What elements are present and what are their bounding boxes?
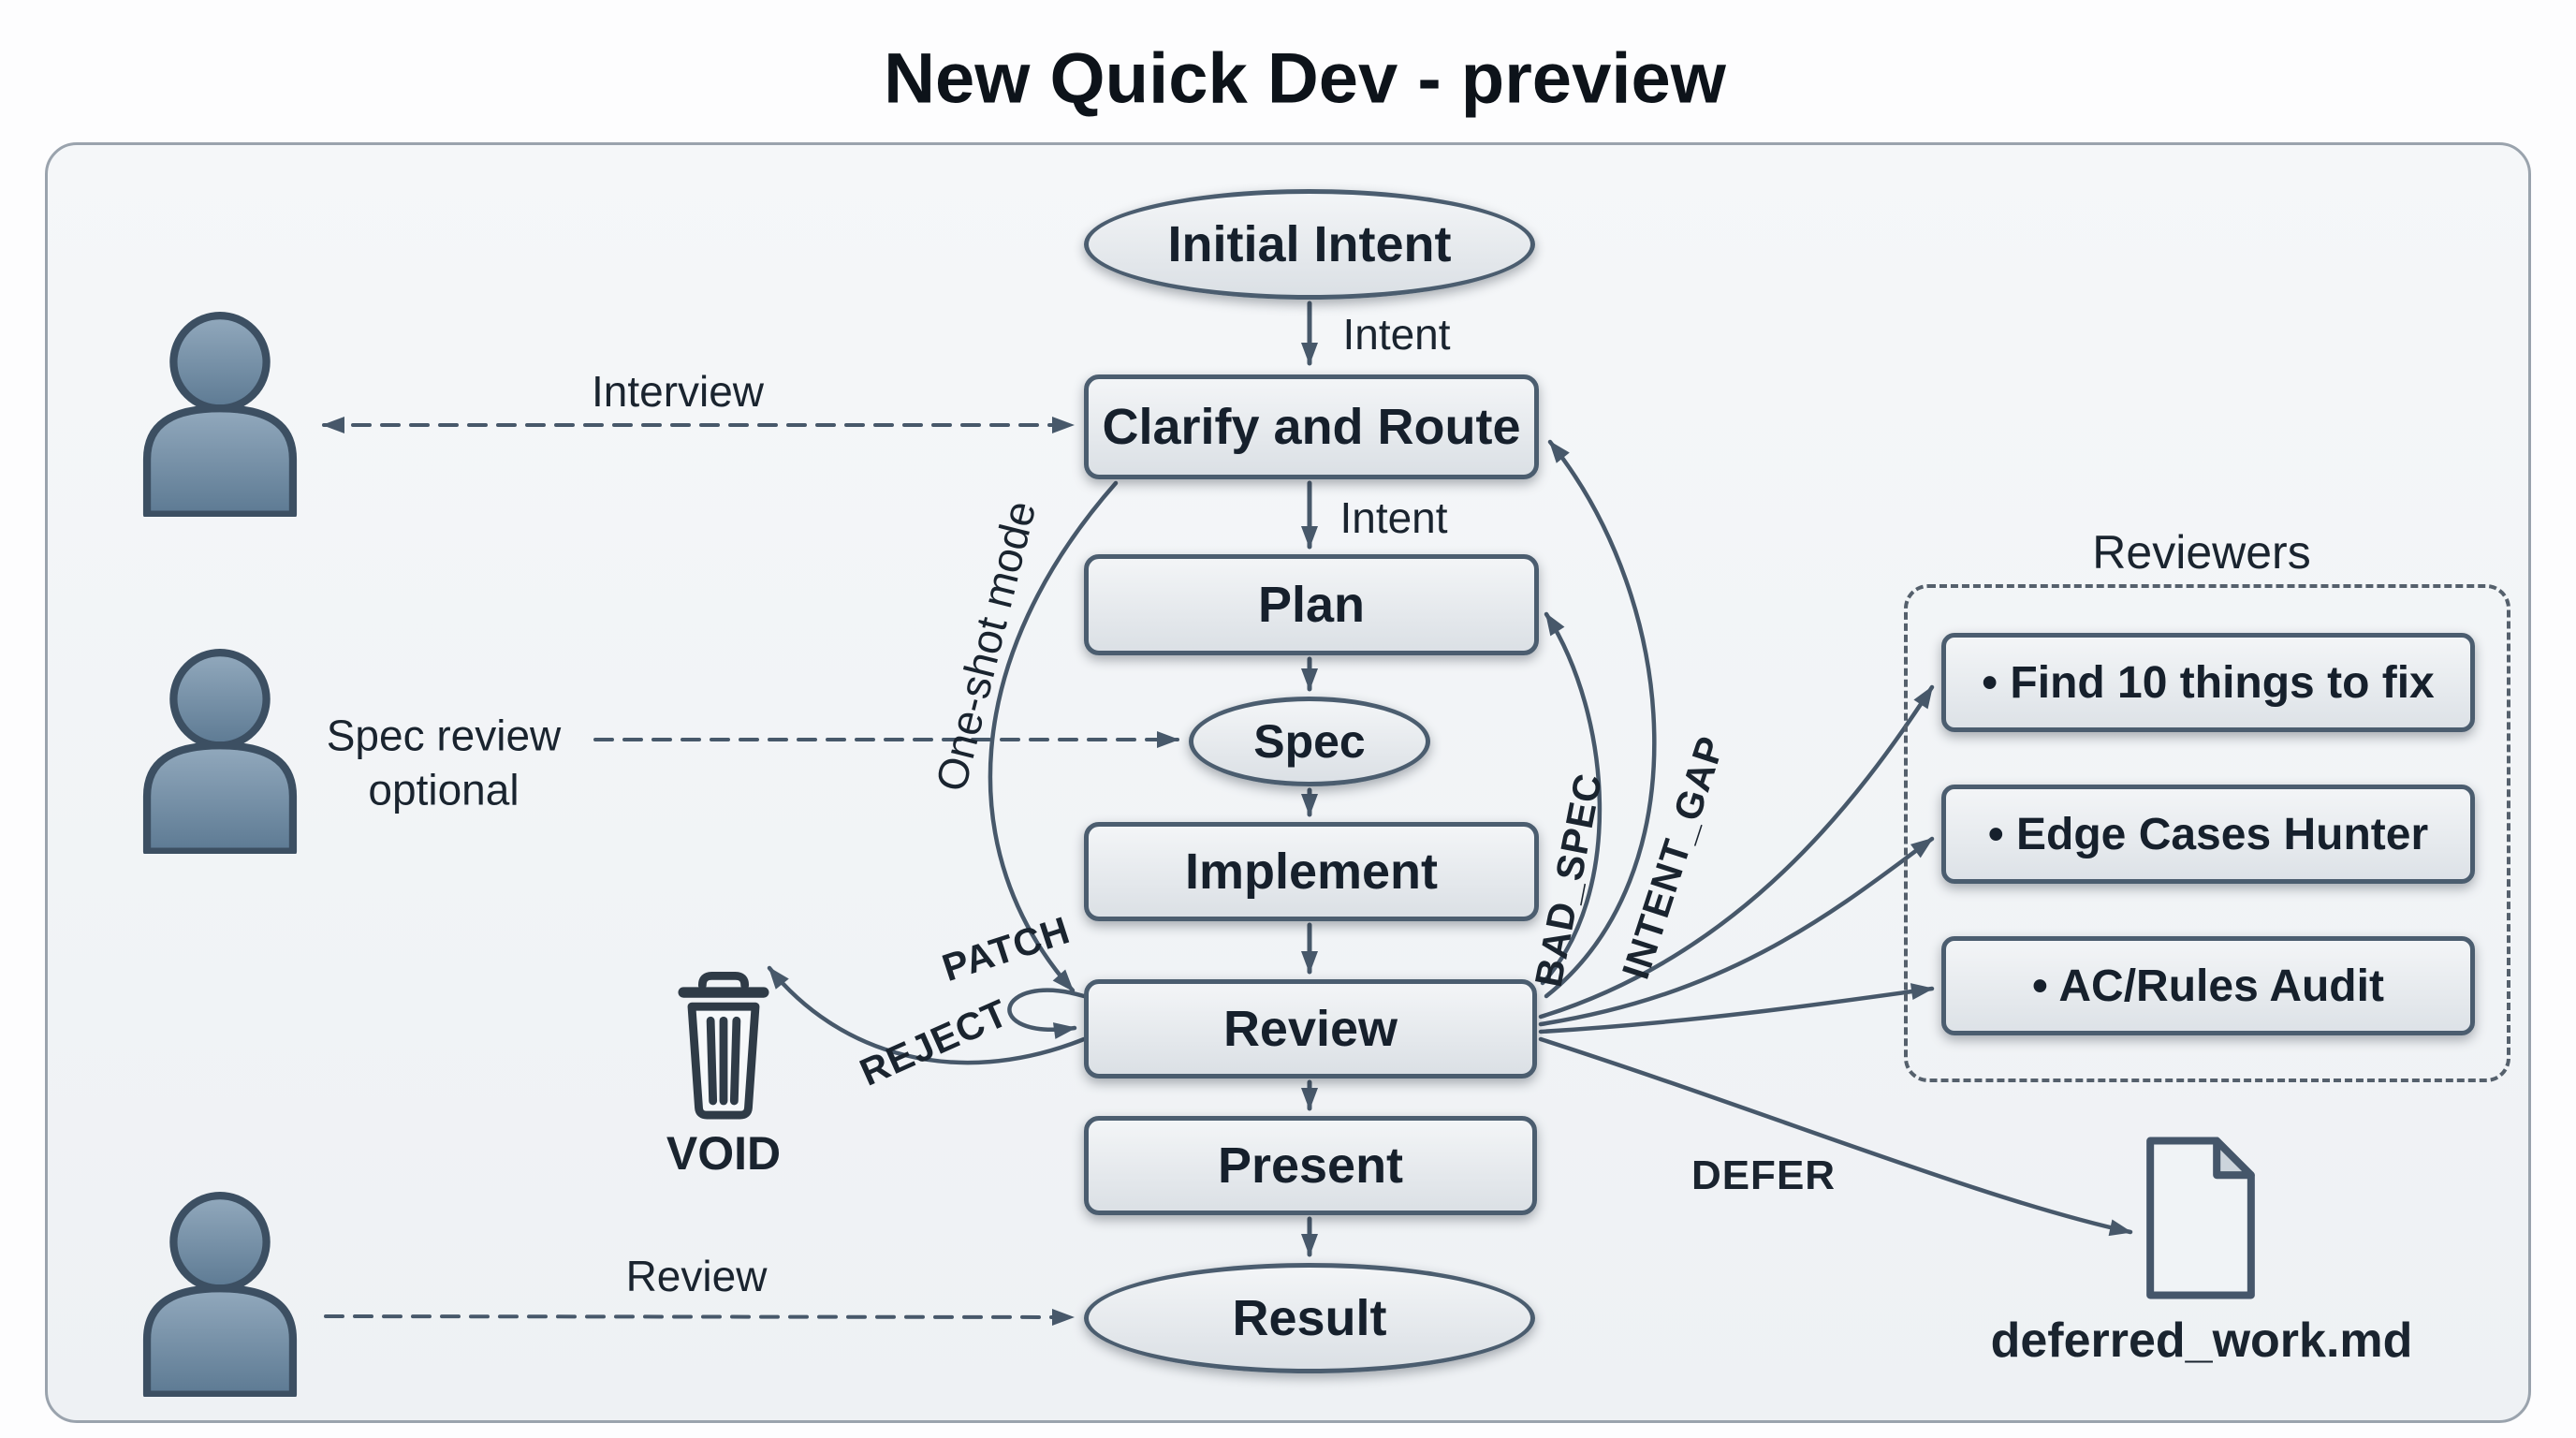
reviewer-item-find-10: • Find 10 things to fix [1941,633,2475,732]
user-icon-middle [142,648,298,854]
node-result-label: Result [1232,1290,1387,1346]
node-spec: Spec [1189,697,1430,786]
node-clarify-and-route: Clarify and Route [1084,374,1539,479]
trash-icon [678,971,769,1120]
node-review: Review [1084,979,1537,1078]
edge-label-spec-review-optional: Spec review optional [326,711,562,814]
node-implement-label: Implement [1184,844,1439,900]
reviewer-item-edge-cases-label: • Edge Cases Hunter [1987,809,2429,859]
void-label: VOID [666,1127,782,1180]
edge-label-user-review: Review [625,1252,768,1300]
node-initial-intent-label: Initial Intent [1167,216,1452,272]
edge-label-defer: DEFER [1690,1152,1837,1198]
node-present: Present [1084,1116,1537,1215]
reviewer-item-find-10-label: • Find 10 things to fix [1982,657,2435,708]
node-clarify-and-route-label: Clarify and Route [1102,399,1521,455]
edge-label-interview: Interview [591,367,765,416]
user-icon-top [142,311,298,517]
node-review-label: Review [1222,1001,1398,1057]
edge-label-intent-to-clarify: Intent [1342,310,1451,359]
node-spec-label: Spec [1253,715,1366,768]
node-plan: Plan [1084,554,1539,655]
edge-label-intent-to-plan: Intent [1339,493,1448,542]
node-present-label: Present [1217,1137,1404,1194]
node-plan-label: Plan [1257,577,1366,633]
reviewer-item-ac-rules-label: • AC/Rules Audit [2032,961,2384,1011]
node-initial-intent: Initial Intent [1084,189,1535,300]
reviewer-item-edge-cases: • Edge Cases Hunter [1941,785,2475,884]
document-icon [2146,1137,2255,1299]
page-title: New Quick Dev - preview [884,38,1726,119]
user-icon-bottom [142,1191,298,1397]
reviewer-item-ac-rules: • AC/Rules Audit [1941,936,2475,1035]
node-result: Result [1084,1263,1535,1373]
reviewers-container [1904,584,2510,1082]
reviewers-title: Reviewers [2092,526,2311,579]
deferred-file-label: deferred_work.md [1990,1313,2413,1368]
node-implement: Implement [1084,822,1539,921]
